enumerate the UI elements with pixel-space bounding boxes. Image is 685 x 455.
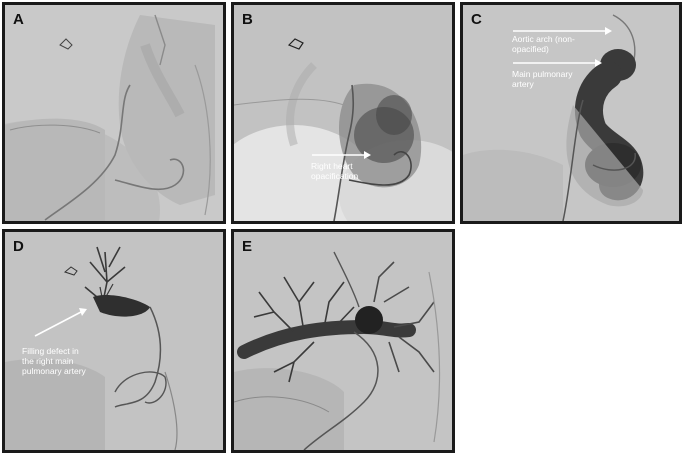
panel-c: C Aortic arch (non- opacified) Main pulm… xyxy=(460,2,682,224)
annotation-aortic-arch: Aortic arch (non- opacified) xyxy=(512,34,575,54)
annotation-main-pulmonary-artery: Main pulmonary artery xyxy=(512,69,573,89)
annotation-filling-defect: Filling defect in the right main pulmona… xyxy=(22,346,86,376)
panel-label: B xyxy=(242,11,253,28)
annotation-right-heart: Right heart opacification xyxy=(311,161,359,181)
panel-label: A xyxy=(13,11,24,28)
angiogram-c-image xyxy=(463,5,679,221)
angiogram-a-image xyxy=(5,5,223,221)
panel-label: D xyxy=(13,238,24,255)
angiogram-d-image xyxy=(5,232,223,450)
angiogram-b-image xyxy=(234,5,452,221)
angiogram-e-image xyxy=(234,232,452,450)
panel-a: A xyxy=(2,2,226,224)
panel-d: D Filling defect in the right main pulmo… xyxy=(2,229,226,453)
panel-label: C xyxy=(471,11,482,28)
panel-e: E xyxy=(231,229,455,453)
panel-b: B Right heart opacification xyxy=(231,2,455,224)
panel-label: E xyxy=(242,238,253,255)
